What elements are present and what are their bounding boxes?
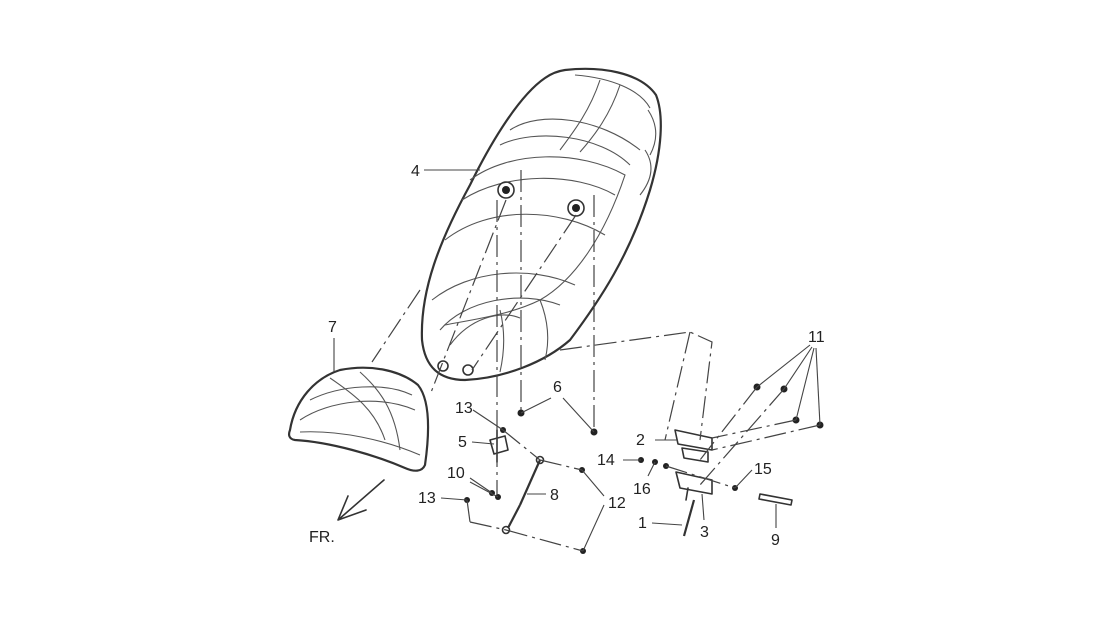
callout-4: 4	[411, 163, 420, 180]
callout-5: 5	[458, 434, 467, 451]
callout-13-lower: 13	[418, 490, 436, 507]
latch-striker	[674, 429, 713, 463]
assembly-lines	[371, 170, 821, 552]
bolt-1	[682, 499, 696, 537]
callout-16: 16	[633, 481, 651, 498]
callout-15: 15	[754, 461, 772, 478]
callout-13-upper: 13	[455, 400, 473, 417]
backrest-pad	[287, 366, 430, 472]
callout-12: 12	[608, 495, 626, 512]
leader-lines	[333, 169, 821, 552]
callout-6: 6	[553, 379, 562, 396]
callout-7: 7	[328, 319, 337, 336]
callout-3: 3	[700, 524, 709, 541]
hinge-bracket	[489, 429, 509, 463]
gas-strut	[501, 455, 545, 535]
callout-14: 14	[597, 452, 615, 469]
latch-body	[675, 471, 713, 501]
seat-main	[420, 67, 662, 382]
callout-9: 9	[771, 532, 780, 549]
callout-8: 8	[550, 487, 559, 504]
callout-10: 10	[447, 465, 465, 482]
front-direction-label: FR.	[309, 529, 335, 546]
callout-labels: 4 7 6 13 5 10 13 8 12 2 14 16 15 1 3 9 1…	[328, 163, 825, 549]
callout-11: 11	[808, 329, 825, 346]
front-direction-arrow	[337, 479, 385, 521]
callout-1: 1	[638, 515, 647, 532]
callout-2: 2	[636, 432, 645, 449]
pin-9	[758, 493, 793, 506]
